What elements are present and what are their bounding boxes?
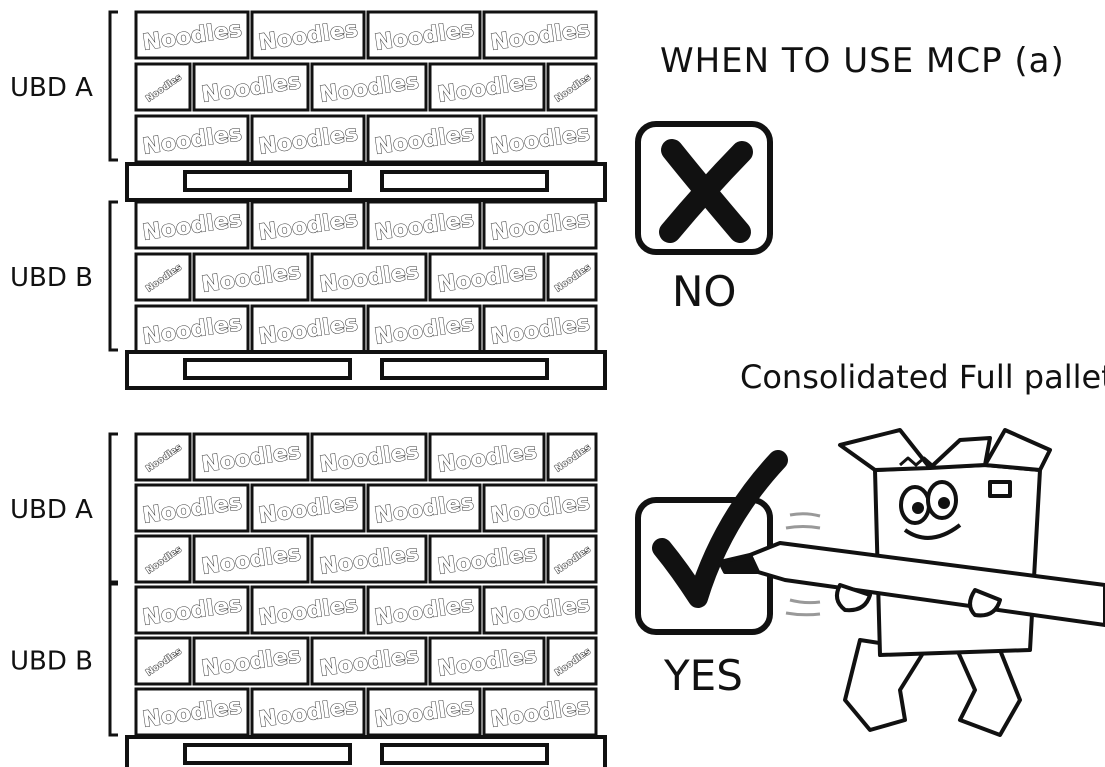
ubd-label: UBD A xyxy=(10,495,93,525)
noodles-box: Noodles xyxy=(136,64,190,110)
yes-indicator: YES xyxy=(638,460,778,700)
noodles-box: Noodles xyxy=(194,536,308,582)
noodles-box: Noodles xyxy=(368,485,480,531)
noodles-box: Noodles xyxy=(136,116,248,162)
ubd-bracket: UBD A xyxy=(10,12,118,160)
noodles-box: Noodles xyxy=(430,638,544,684)
noodles-box: Noodles xyxy=(136,689,248,735)
noodles-box: Noodles xyxy=(430,434,544,480)
no-label: NO xyxy=(672,267,736,316)
noodles-box: Noodles xyxy=(312,254,426,300)
noodles-box: Noodles xyxy=(368,689,480,735)
noodles-box: Noodles xyxy=(136,485,248,531)
noodles-box: Noodles xyxy=(136,254,190,300)
ubd-bracket: UBD B xyxy=(10,202,118,350)
noodles-box: Noodles xyxy=(136,587,248,633)
noodles-box: Noodles xyxy=(368,12,480,58)
pallet-base xyxy=(127,352,605,388)
ubd-label: UBD A xyxy=(10,73,93,103)
noodles-box: Noodles xyxy=(484,306,596,352)
ubd-label: UBD B xyxy=(10,263,93,293)
noodles-box: Noodles xyxy=(430,254,544,300)
pallet-base xyxy=(127,737,605,767)
ubd-bracket: UBD A xyxy=(10,434,118,582)
noodles-box: Noodles xyxy=(312,434,426,480)
noodles-box: Noodles xyxy=(312,64,426,110)
noodles-box: Noodles xyxy=(252,12,364,58)
noodles-box: Noodles xyxy=(484,12,596,58)
noodles-box: Noodles xyxy=(368,116,480,162)
noodles-box: Noodles xyxy=(252,202,364,248)
noodles-box: Noodles xyxy=(252,116,364,162)
box-mascot-icon xyxy=(720,430,1105,735)
pallet-base xyxy=(127,164,605,200)
noodles-box: Noodles xyxy=(368,306,480,352)
noodles-box: Noodles xyxy=(368,587,480,633)
noodles-box: Noodles xyxy=(136,638,190,684)
noodles-box: Noodles xyxy=(548,64,596,110)
noodles-box: Noodles xyxy=(136,12,248,58)
noodles-box: Noodles xyxy=(136,536,190,582)
noodles-box: Noodles xyxy=(252,306,364,352)
noodles-box: Noodles xyxy=(430,64,544,110)
noodles-box: Noodles xyxy=(194,638,308,684)
noodles-box: Noodles xyxy=(484,485,596,531)
noodles-box: Noodles xyxy=(312,638,426,684)
noodles-box: Noodles xyxy=(548,434,596,480)
noodles-box: Noodles xyxy=(430,536,544,582)
diagram-title: WHEN TO USE MCP (a) xyxy=(660,41,1065,81)
noodles-box: Noodles xyxy=(252,587,364,633)
noodles-box: Noodles xyxy=(484,202,596,248)
ubd-label: UBD B xyxy=(10,647,93,677)
noodles-box: Noodles xyxy=(136,306,248,352)
yes-label: YES xyxy=(663,651,743,700)
noodles-box: Noodles xyxy=(548,638,596,684)
no-indicator: NO xyxy=(638,124,770,316)
noodles-box: Noodles xyxy=(136,202,248,248)
ubd-bracket: UBD B xyxy=(10,584,118,735)
noodles-box: Noodles xyxy=(194,64,308,110)
noodles-box: Noodles xyxy=(548,536,596,582)
noodles-box: Noodles xyxy=(194,434,308,480)
noodles-box: Noodles xyxy=(136,434,190,480)
noodles-box: Noodles xyxy=(252,689,364,735)
noodles-box: Noodles xyxy=(484,116,596,162)
noodles-box: Noodles xyxy=(548,254,596,300)
noodles-box: Noodles xyxy=(484,689,596,735)
subtitle: Consolidated Full pallet xyxy=(740,358,1105,396)
noodles-box: Noodles xyxy=(252,485,364,531)
noodles-box: Noodles xyxy=(368,202,480,248)
noodles-box: Noodles xyxy=(484,587,596,633)
noodles-box: Noodles xyxy=(312,536,426,582)
noodles-box: Noodles xyxy=(194,254,308,300)
